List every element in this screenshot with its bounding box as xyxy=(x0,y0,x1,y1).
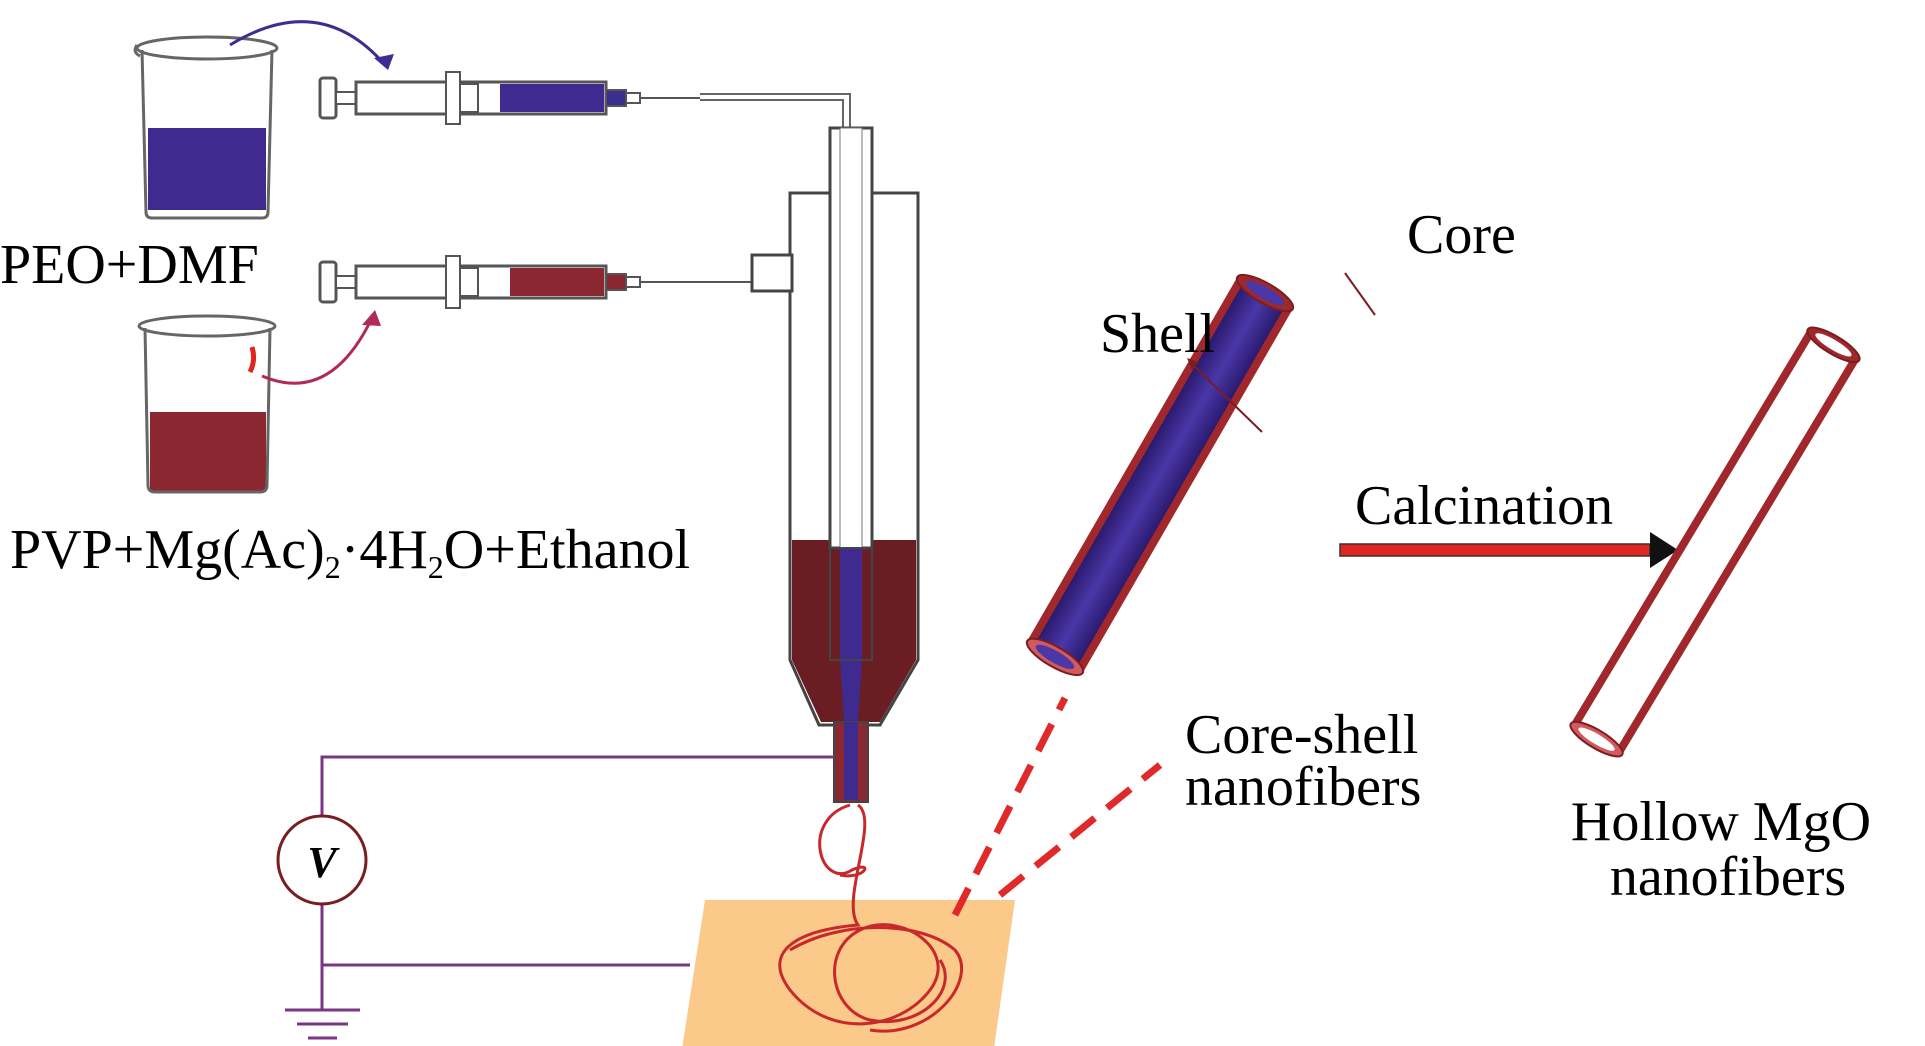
beaker-shell xyxy=(137,314,277,494)
voltmeter: V xyxy=(276,814,368,906)
fiber-jet xyxy=(778,803,963,1033)
label-pvp-solution: PVP+Mg(Ac)2·4H2O+Ethanol xyxy=(10,519,690,585)
label-core: Core xyxy=(1407,204,1516,266)
voltmeter-label: V xyxy=(307,838,340,887)
jet-dashed-line-1 xyxy=(951,696,1069,917)
transfer-arrow-shell xyxy=(261,317,374,385)
core-shell-fiber xyxy=(1025,273,1295,677)
label-shell: Shell xyxy=(1100,303,1215,365)
label-core-shell: Core-shell nanofibers xyxy=(1185,704,1432,818)
high-voltage-circuit xyxy=(285,755,834,1040)
calcination-arrow xyxy=(1339,532,1678,568)
jet-dashed-line-2 xyxy=(997,762,1163,898)
syringe-core xyxy=(318,71,851,128)
label-hollow-mgo: Hollow MgO nanofibers xyxy=(1571,791,1885,908)
label-peo-dmf: PEO+DMF xyxy=(0,234,259,296)
hollow-fiber xyxy=(1569,326,1861,758)
core-pointer xyxy=(1344,272,1376,316)
beaker-core xyxy=(133,35,279,220)
transfer-arrow-core xyxy=(229,20,387,66)
coaxial-spinneret xyxy=(750,126,920,803)
syringe-shell-liquid xyxy=(510,268,604,296)
beaker-core-liquid xyxy=(148,128,266,210)
label-calcination: Calcination xyxy=(1355,475,1613,537)
nozzle-core xyxy=(844,722,858,800)
shell-pointer xyxy=(1189,361,1263,433)
spinneret-core-liquid xyxy=(840,548,862,722)
beaker-shell-liquid xyxy=(150,412,266,492)
syringe-core-liquid xyxy=(500,84,604,112)
syringe-shell xyxy=(318,255,752,309)
